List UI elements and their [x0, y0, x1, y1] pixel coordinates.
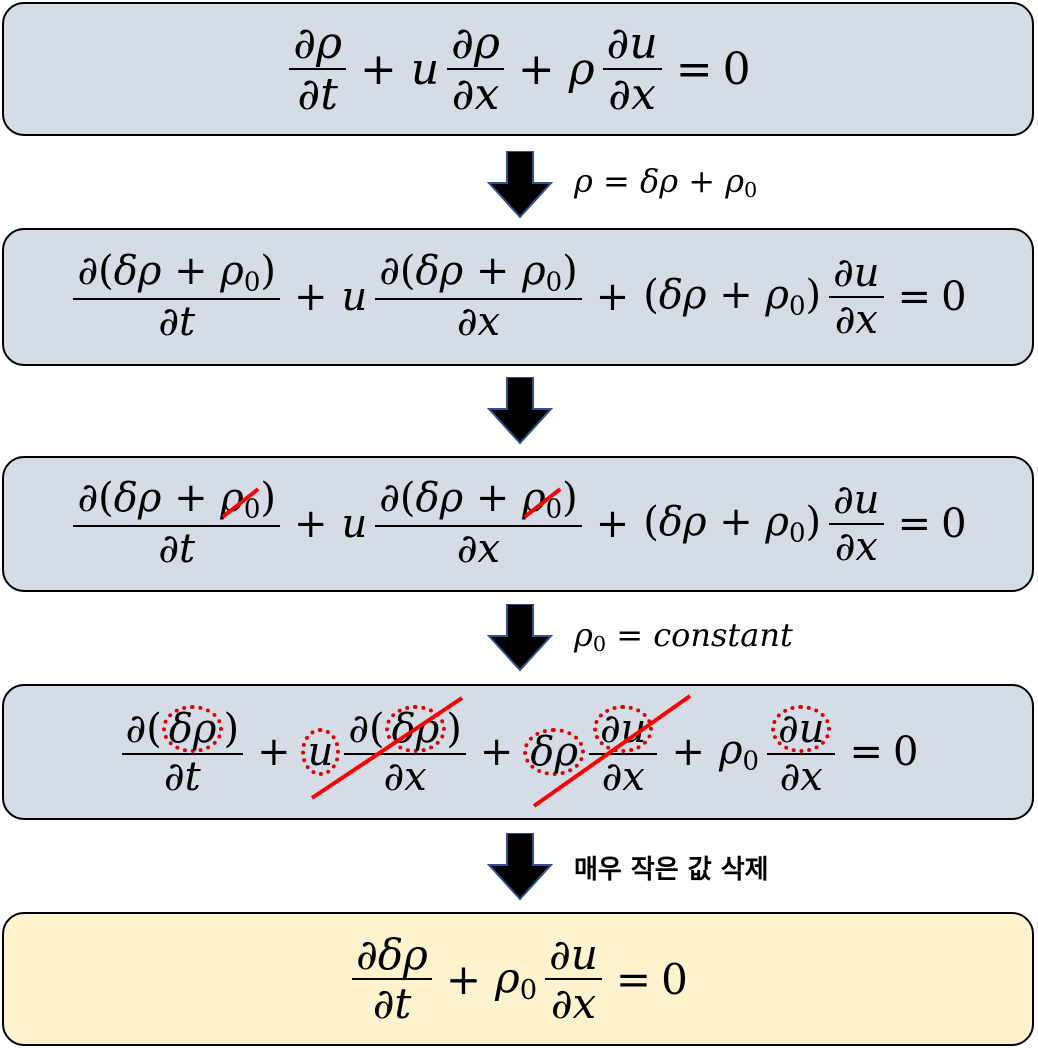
fraction-d-sum-dx-cancel: ∂(δρ + ρ0) ∂x: [375, 476, 582, 571]
equation-result: ∂δρ∂t +ρ0 ∂u∂x =0: [4, 914, 1032, 1044]
down-arrow-icon: [487, 604, 553, 672]
fraction-du-dx-2: ∂u∂x: [829, 251, 884, 343]
drop-small-terms-note: 매우 작은 값 삭제: [574, 855, 769, 885]
fraction-d-sum-dt-cancel: ∂(δρ + ρ0) ∂t: [73, 476, 280, 571]
equation-box-cancel-constant: ∂(δρ + ρ0) ∂t +u ∂(δρ + ρ0) ∂x + (δρ + ρ…: [2, 456, 1034, 592]
small-term-circle: δρ: [384, 704, 447, 753]
down-arrow-icon: [487, 833, 553, 901]
equation-box-result: ∂δρ∂t +ρ0 ∂u∂x =0: [2, 912, 1034, 1046]
fraction-du-dx-result: ∂u∂x: [545, 931, 602, 1027]
constant-note: ρ0 = constant: [574, 616, 793, 657]
fraction-du-dx-3: ∂u∂x: [829, 478, 884, 570]
fraction-du-dx: ∂u∂x: [602, 18, 662, 119]
small-term-circle: ∂u: [771, 704, 832, 753]
substitution-note: ρ = δρ + ρ0: [574, 162, 758, 203]
cancelled-rho0: ρ0: [522, 475, 563, 525]
fraction-d-drho-dt: ∂(δρ) ∂t: [121, 704, 244, 800]
down-arrow-icon: [487, 151, 553, 219]
fraction-du-dx-5: ∂u ∂x: [767, 704, 836, 800]
small-term-circle: u: [300, 728, 341, 776]
down-arrow-icon: [487, 377, 553, 445]
cancelled-rho0: ρ0: [220, 475, 261, 525]
small-term-circle: ∂u: [592, 704, 654, 753]
equation-continuity: ∂ρ∂t +u ∂ρ∂x +ρ ∂u∂x =0: [4, 4, 1032, 134]
fraction-d-drho-dx: ∂(δρ) ∂x: [344, 704, 466, 800]
equation-cancel-constant: ∂(δρ + ρ0) ∂t +u ∂(δρ + ρ0) ∂x + (δρ + ρ…: [4, 458, 1032, 590]
equation-box-linearize: ∂(δρ) ∂t +u ∂(δρ) ∂x +δρ ∂u ∂x +ρ0 ∂u ∂x…: [2, 684, 1034, 820]
fraction-drho-dt: ∂ρ∂t: [289, 18, 347, 119]
small-term-circle: δρ: [161, 704, 224, 753]
fraction-du-dx-4: ∂u ∂x: [588, 704, 658, 800]
fraction-ddrho-dt: ∂δρ∂t: [352, 931, 432, 1027]
small-term-circle: δρ: [523, 728, 585, 776]
fraction-d-sum-dt: ∂(δρ + ρ0) ∂t: [73, 249, 280, 344]
equation-linearize: ∂(δρ) ∂t +u ∂(δρ) ∂x +δρ ∂u ∂x +ρ0 ∂u ∂x…: [4, 686, 1032, 818]
equation-box-substituted: ∂(δρ + ρ0) ∂t +u ∂(δρ + ρ0) ∂x + (δρ + ρ…: [2, 228, 1034, 366]
fraction-d-sum-dx: ∂(δρ + ρ0) ∂x: [375, 249, 582, 344]
fraction-drho-dx: ∂ρ∂x: [447, 18, 504, 119]
equation-substituted: ∂(δρ + ρ0) ∂t +u ∂(δρ + ρ0) ∂x + (δρ + ρ…: [4, 230, 1032, 364]
equation-box-continuity: ∂ρ∂t +u ∂ρ∂x +ρ ∂u∂x =0: [2, 2, 1034, 136]
